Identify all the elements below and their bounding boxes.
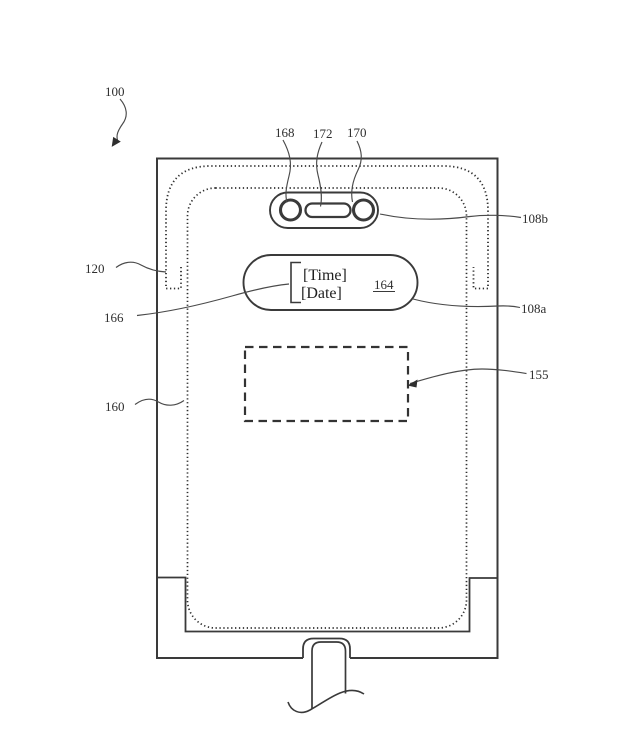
ref-label-160: 160 <box>105 399 125 414</box>
placeholder-dashed-region <box>243 345 410 423</box>
leader-172 <box>316 141 323 207</box>
leader-155 <box>409 368 527 385</box>
front-sensor-pill <box>269 191 379 229</box>
housing-outline <box>156 157 499 659</box>
ref-label-120: 120 <box>85 261 105 276</box>
speaker-slot-icon <box>304 202 352 219</box>
ref-label-172: 172 <box>313 126 333 141</box>
leader-108b <box>379 213 522 220</box>
leader-170 <box>351 140 362 203</box>
connector-collar-outline <box>302 637 351 658</box>
connector-plug <box>287 637 365 714</box>
right-sensor-circle-icon <box>351 198 376 222</box>
ref-label-166: 166 <box>104 310 124 325</box>
display-dotted-outline <box>186 187 468 629</box>
leader-160 <box>134 398 185 406</box>
ref-label-170: 170 <box>347 125 367 140</box>
leader-168 <box>282 139 292 203</box>
leader-120 <box>115 261 167 273</box>
leader-100-arrowhead-icon <box>111 136 121 147</box>
time-date-pill: [Time] [Date] 164 <box>242 254 419 311</box>
cable-break-line <box>287 689 365 714</box>
ref-label-108a: 108a <box>521 301 547 316</box>
leader-lines <box>111 98 527 406</box>
leader-155-arrowhead-icon <box>407 379 418 388</box>
connector-body-outline <box>311 641 347 709</box>
ref-label-168: 168 <box>275 125 295 140</box>
ref-label-164: 164 <box>374 277 394 292</box>
leader-108a <box>412 298 521 309</box>
time-date-bracket <box>290 261 301 304</box>
leader-100 <box>116 98 127 141</box>
ref-label-100: 100 <box>105 84 125 99</box>
time-placeholder-text: [Time] <box>303 267 347 284</box>
ref-label-108b: 108b <box>522 211 548 226</box>
left-sensor-circle-icon <box>278 198 303 222</box>
ref-label-155: 155 <box>529 367 549 382</box>
leader-166 <box>136 283 290 317</box>
time-date-pill-outline <box>242 254 419 311</box>
sensor-pill-outline <box>269 191 379 229</box>
date-placeholder-text: [Date] <box>301 285 342 302</box>
housing-bottom-step <box>157 576 498 633</box>
reference-labels: 100 168 172 170 108b 108a 120 166 160 15… <box>85 84 549 414</box>
